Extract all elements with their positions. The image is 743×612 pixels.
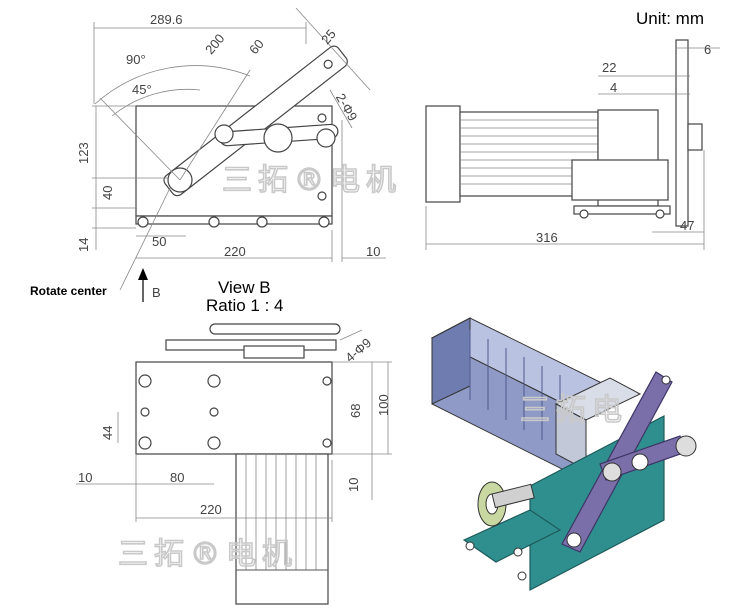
- dim-angle-45: 45°: [132, 82, 152, 97]
- dim-10-left: 10: [78, 470, 92, 485]
- isometric-view: [430, 317, 697, 591]
- side-crank-hub: [263, 123, 293, 153]
- side-base-foot: [135, 215, 333, 225]
- dim-60: 60: [246, 36, 267, 57]
- side-bolt-2: [208, 216, 220, 228]
- watermark-iso: 三拓电: [520, 393, 628, 428]
- bottom-hole-2: [207, 374, 221, 388]
- roller-hub: [687, 123, 703, 151]
- rotate-center-label: Rotate center: [30, 284, 107, 298]
- angle-arc-45: [111, 89, 201, 117]
- dim-2-phi9: 2-Φ9: [333, 91, 361, 124]
- dim-100: 100: [376, 394, 391, 416]
- bottom-motor: [235, 453, 329, 605]
- motor-view: 6 22 4 316 47: [425, 39, 720, 250]
- side-bolt-3: [256, 216, 268, 228]
- dim-44: 44: [100, 426, 115, 440]
- dim-25: 25: [318, 26, 339, 47]
- dim-316: 316: [536, 230, 558, 245]
- side-bolt-1: [137, 216, 149, 228]
- dim-200: 200: [202, 31, 227, 57]
- view-b-title: View B: [218, 278, 271, 297]
- view-b-ratio: Ratio 1 : 4: [206, 296, 284, 315]
- dim-22: 22: [602, 60, 616, 75]
- unit-label: Unit: mm: [636, 9, 704, 28]
- view-b-letter: B: [152, 285, 161, 300]
- dim-14: 14: [76, 238, 91, 252]
- bottom-plate: [135, 361, 333, 455]
- dim-47: 47: [680, 218, 694, 233]
- bottom-hole-3: [138, 436, 152, 450]
- side-rod-end-2: [316, 128, 336, 148]
- dim-123: 123: [76, 142, 91, 164]
- dim-50: 50: [152, 234, 166, 249]
- bottom-motor-fins: [245, 454, 317, 570]
- dim-40: 40: [100, 186, 115, 200]
- motor-bracket: [571, 159, 669, 201]
- dim-80: 80: [170, 470, 184, 485]
- watermark-top: 三拓®电机: [222, 163, 402, 198]
- side-view: 289.6 200 60 25 90° 45° 2-Φ9 123 40 14 5…: [30, 7, 386, 302]
- dim-220-side: 220: [224, 244, 246, 259]
- angle-arc-90: [94, 65, 251, 105]
- bottom-rod: [209, 323, 341, 335]
- bottom-hole-4: [207, 436, 221, 450]
- dim-10-right: 10: [346, 478, 361, 492]
- dim-4-phi9: 4-Φ9: [342, 335, 374, 365]
- motor-base: [573, 205, 671, 215]
- motor-end-cap: [425, 105, 461, 203]
- rotate-center-leader: [119, 187, 171, 291]
- dim-220-bottom: 220: [200, 502, 222, 517]
- dim-68: 68: [348, 404, 363, 418]
- link-arm-edge: [675, 39, 689, 227]
- bottom-hole-1: [138, 374, 152, 388]
- dim-angle-90: 90°: [126, 52, 146, 67]
- view-b-arrowhead: [138, 268, 148, 280]
- bottom-view: View B Ratio 1 : 4: [76, 278, 392, 605]
- side-rod-end-1: [214, 124, 234, 144]
- iso-shaft: [491, 483, 535, 509]
- dim-4: 4: [610, 80, 617, 95]
- dim-6: 6: [704, 42, 711, 57]
- side-bolt-4: [318, 216, 330, 228]
- dim-10-side: 10: [366, 244, 380, 259]
- iso-teal-base: [462, 509, 562, 563]
- watermark-bottom: 三拓®电机: [118, 537, 298, 572]
- dim-289-6: 289.6: [150, 12, 183, 27]
